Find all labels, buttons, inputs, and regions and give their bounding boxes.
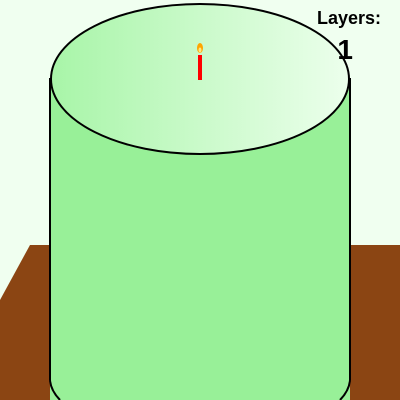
cake-layer-side (50, 78, 350, 400)
candle-stick (198, 55, 202, 80)
layers-label: Layers: (316, 8, 381, 28)
cake-layer-bottom-edge (49, 379, 351, 400)
candle-flame-core (198, 47, 202, 53)
candle[interactable] (197, 43, 203, 80)
layers-count: 1 (337, 34, 353, 65)
cake-layer[interactable] (49, 3, 351, 400)
